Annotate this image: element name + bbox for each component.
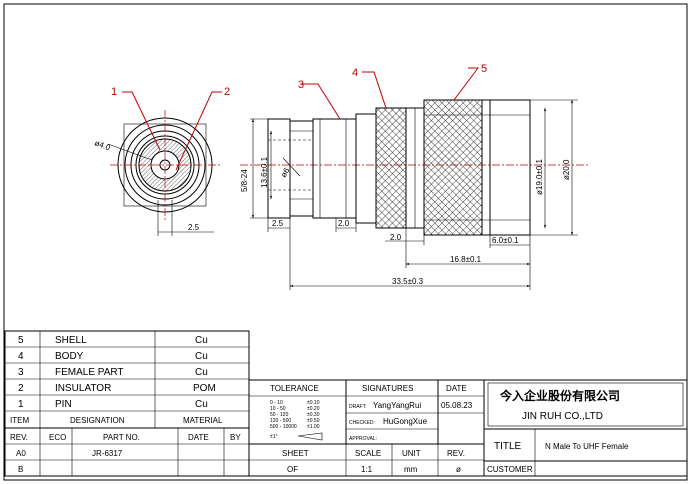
body-dia-label: 13.6±0.1 (260, 156, 269, 188)
sheet-label: SHEET (282, 449, 309, 458)
face-width-label: 2.5 (188, 223, 200, 232)
part-mat-3: Cu (195, 367, 208, 378)
part-mat-1: Cu (195, 399, 208, 410)
rev-header-eco: ECO (49, 433, 66, 442)
svg-text:±0.20: ±0.20 (307, 406, 320, 412)
thread-label: 5/8-24 (240, 169, 249, 192)
svg-text:10 - 50: 10 - 50 (270, 406, 286, 412)
svg-text:±1.00: ±1.00 (307, 424, 320, 430)
sheet-border (3, 3, 688, 481)
draft-name: YangYangRui (373, 401, 421, 410)
part-name-3: FEMALE PART (55, 367, 124, 378)
body-step-label: 2.0 (338, 219, 350, 228)
callout-3: 3 (298, 79, 304, 91)
front-view: ø4.0 2.5 1 2 (93, 86, 230, 236)
drawing-title: N Male To UHF Female (545, 442, 629, 451)
rev-label: REV. (447, 449, 465, 458)
part-no-5: 5 (18, 335, 24, 346)
part-name-4: BODY (55, 351, 84, 362)
sheet-scale-block: SHEET OF SCALE 1:1 UNIT mm REV. ø (248, 443, 485, 477)
rev-header-date: DATE (188, 433, 209, 442)
svg-text:500 - 10000: 500 - 10000 (270, 424, 297, 430)
header-designation: DESIGNATION (70, 416, 125, 425)
svg-text:0 - 10: 0 - 10 (270, 400, 283, 406)
end-len-label: 6.0±0.1 (492, 236, 519, 245)
scale-value: 1:1 (361, 465, 373, 474)
sheet-of: OF (287, 465, 298, 474)
part-no-2: 2 (18, 383, 24, 394)
part-mat-2: POM (193, 383, 216, 394)
svg-text:±0.30: ±0.30 (307, 412, 320, 418)
callout-2: 2 (224, 86, 230, 98)
callout-1: 1 (111, 86, 117, 98)
signatures-title: SIGNATURES (362, 384, 413, 393)
rev-header-rev: REV. (10, 433, 28, 442)
part-name-5: SHELL (55, 335, 87, 346)
svg-text:120 - 500: 120 - 500 (270, 418, 291, 424)
knurl-dia-label: ø19.0±0.1 (535, 158, 544, 195)
callout-4: 4 (352, 67, 358, 79)
mid-len-label: 16.8±0.1 (450, 255, 482, 264)
part-no-1: 1 (18, 399, 24, 410)
revision-table: REV. ECO PART NO. DATE BY A0 JR-6317 B (4, 427, 250, 477)
part-mat-4: Cu (195, 351, 208, 362)
company-name-cn: 今入企业股份有限公司 (499, 388, 620, 403)
callout-5: 5 (481, 63, 487, 75)
signatures-block: SIGNATURES DRAFT: YangYangRui CHECKED: H… (345, 379, 439, 445)
rev-row-a0-partno: JR-6317 (92, 449, 123, 458)
svg-text:CHECKED:: CHECKED: (349, 420, 375, 426)
total-len-label: 33.5±0.3 (392, 277, 424, 286)
date-block: DATE 05.08.23 (437, 379, 485, 445)
part-no-4: 4 (18, 351, 24, 362)
header-material: MATERIAL (183, 416, 223, 425)
svg-text:±1°: ±1° (270, 434, 278, 440)
customer-label: CUSTOMER (487, 465, 533, 474)
checked-name: HuGongXue (383, 417, 428, 426)
part-no-3: 3 (18, 367, 24, 378)
tolerance-block: TOLERANCE 0 - 10 10 - 50 50 - 120 120 - … (248, 379, 347, 445)
left-len-label: 2.5 (272, 219, 284, 228)
svg-text:APPROVAL:: APPROVAL: (349, 436, 377, 442)
header-item: ITEM (10, 416, 29, 425)
rev-header-partno: PART NO. (103, 433, 140, 442)
pin-dia-label: ø4.0 (93, 138, 112, 152)
company-name-en: JIN RUH CO.,LTD (522, 411, 603, 422)
title-block: TITLE N Male To UHF Female CUSTOMER (483, 428, 688, 477)
part-name-1: PIN (55, 399, 72, 410)
draft-date: 05.08.23 (441, 401, 473, 410)
scale-label: SCALE (355, 449, 381, 458)
svg-text:±0.10: ±0.10 (307, 400, 320, 406)
part-mat-5: Cu (195, 335, 208, 346)
rev-header-by: BY (230, 433, 241, 442)
unit-label: UNIT (402, 449, 421, 458)
date-title: DATE (446, 384, 467, 393)
rev-row-b: B (18, 465, 23, 474)
rev-row-a0: A0 (16, 449, 26, 458)
svg-text:±0.50: ±0.50 (307, 418, 320, 424)
side-view: 3 4 5 5/8-24 13.6±0.1 ø6 ø19.0±0.1 ø20.0… (240, 63, 590, 290)
nut-step-label: 2.0 (390, 233, 402, 242)
company-block: 今入企业股份有限公司 JIN RUH CO.,LTD (483, 379, 688, 430)
tolerance-title: TOLERANCE (270, 384, 319, 393)
title-label: TITLE (494, 441, 522, 452)
parts-list: 5 SHELL Cu 4 BODY Cu 3 FEMALE PART Cu 2 … (4, 330, 250, 429)
outer-dia-label: ø20.0 (562, 159, 571, 180)
part-name-2: INSULATOR (55, 383, 111, 394)
svg-text:50 - 120: 50 - 120 (270, 412, 289, 418)
rev-value: ø (456, 465, 461, 474)
unit-value: mm (404, 465, 418, 474)
svg-text:DRAFT:: DRAFT: (349, 404, 367, 410)
